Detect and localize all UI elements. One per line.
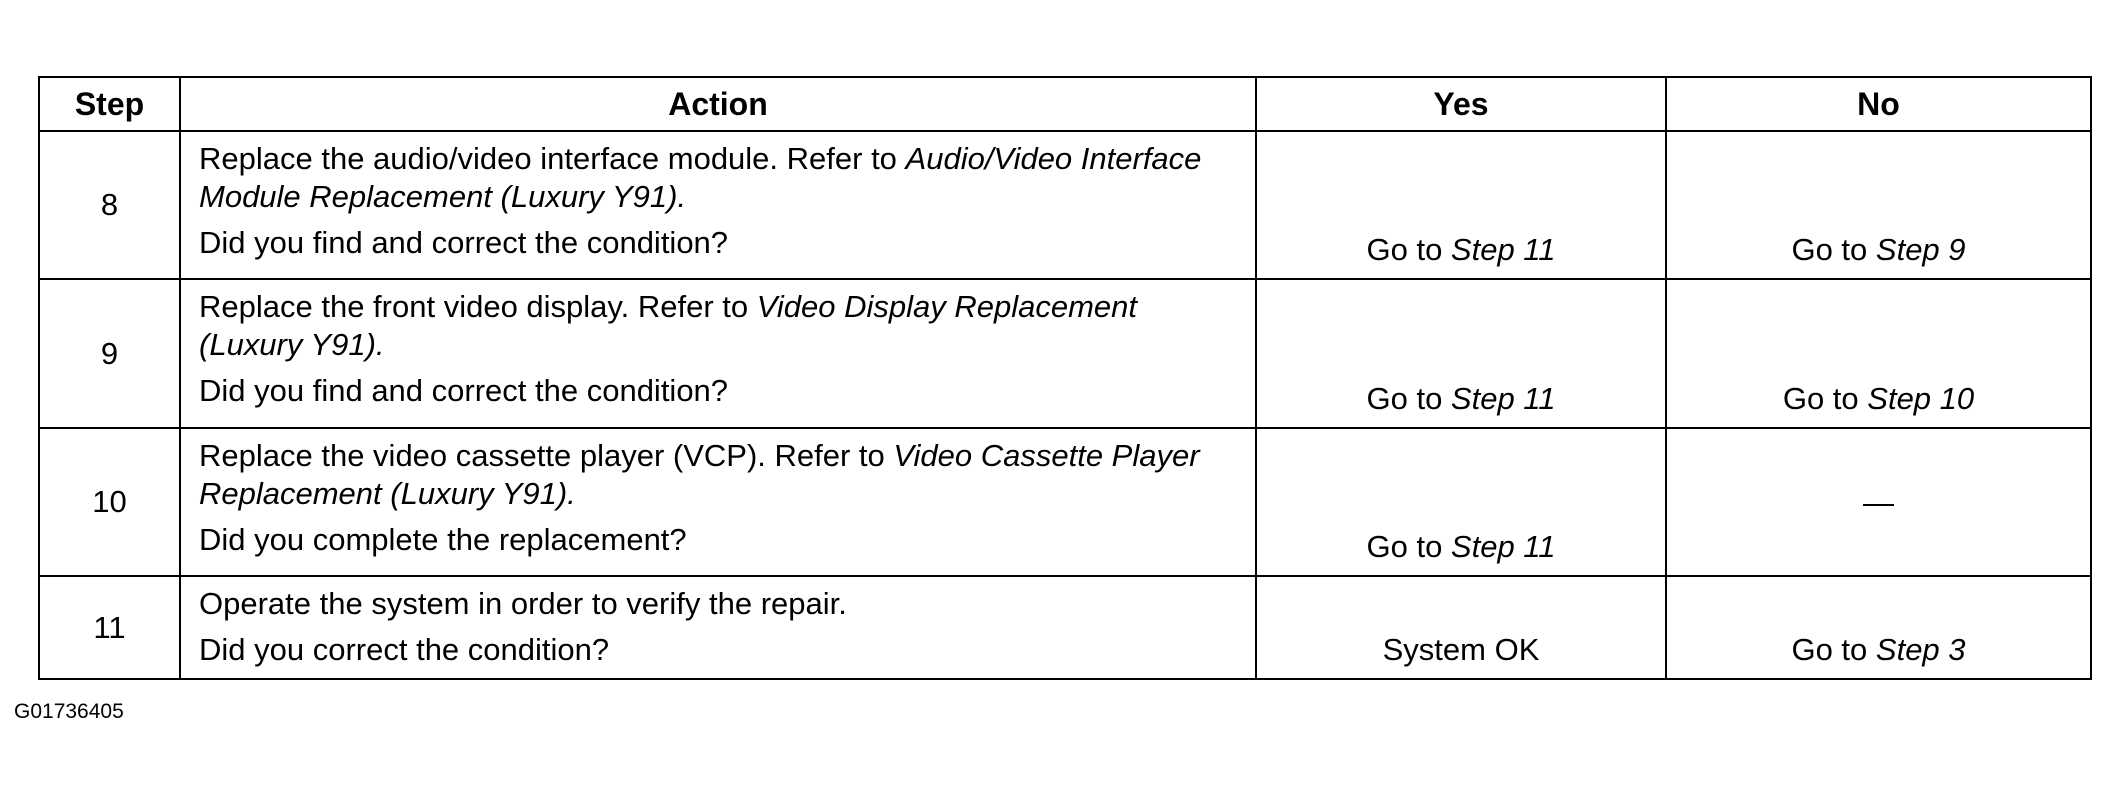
no-text: Go to (1791, 632, 1876, 667)
no-text: Go to (1791, 232, 1876, 267)
no-cell: Go to Step 9 (1665, 130, 2092, 280)
step-number: 11 (38, 575, 181, 680)
no-step-ref: Step 3 (1875, 632, 1966, 667)
step-number: 9 (38, 278, 181, 429)
yes-step-ref: Step 11 (1450, 232, 1556, 267)
question-text: Did you correct the condition? (199, 632, 610, 667)
instruction: Replace the audio/video interface module… (199, 141, 906, 176)
step-number: 8 (38, 130, 181, 280)
instruction: Replace the front video display. Refer t… (199, 289, 757, 324)
step-number: 10 (38, 427, 181, 577)
yes-text: System OK (1382, 632, 1540, 667)
header-row: Step Action Yes No (38, 76, 2092, 132)
yes-cell: Go to Step 11 (1255, 427, 1667, 577)
header-action: Action (179, 76, 1257, 132)
yes-cell: System OK (1255, 575, 1667, 680)
instruction: Replace the video cassette player (VCP).… (199, 438, 894, 473)
yes-step-ref: Step 11 (1450, 381, 1556, 416)
yes-text: Go to (1366, 529, 1451, 564)
question-text: Did you find and correct the condition? (199, 373, 729, 408)
reference-link: Video Display Replacement (Luxury Y91). (199, 289, 1137, 362)
yes-text: Go to (1366, 232, 1451, 267)
yes-text: Go to (1366, 381, 1451, 416)
no-text: — (1863, 484, 1894, 520)
table-row: 10 Replace the video cassette player (VC… (38, 427, 2092, 577)
question-text: Did you find and correct the condition? (199, 225, 729, 260)
action-cell: Operate the system in order to verify th… (179, 575, 1257, 680)
instruction-text: Replace the video cassette player (VCP).… (199, 437, 1243, 513)
instruction-text: Replace the front video display. Refer t… (199, 288, 1243, 364)
action-cell: Replace the front video display. Refer t… (179, 278, 1257, 429)
no-cell: Go to Step 10 (1665, 278, 2092, 429)
question-text: Did you complete the replacement? (199, 522, 687, 557)
table-row: 9 Replace the front video display. Refer… (38, 278, 2092, 429)
instruction-text: Operate the system in order to verify th… (199, 585, 1243, 623)
action-cell: Replace the video cassette player (VCP).… (179, 427, 1257, 577)
no-step-ref: Step 9 (1875, 232, 1966, 267)
table-row: 11 Operate the system in order to verify… (38, 575, 2092, 680)
yes-cell: Go to Step 11 (1255, 278, 1667, 429)
figure-id: G01736405 (14, 700, 124, 723)
no-cell: Go to Step 3 (1665, 575, 2092, 680)
reference-link: Audio/Video Interface Module Replacement… (199, 141, 1202, 214)
yes-step-ref: Step 11 (1450, 529, 1556, 564)
header-step: Step (38, 76, 181, 132)
no-cell: — (1665, 427, 2092, 577)
table-row: 8 Replace the audio/video interface modu… (38, 130, 2092, 280)
action-cell: Replace the audio/video interface module… (179, 130, 1257, 280)
header-yes: Yes (1255, 76, 1667, 132)
header-no: No (1665, 76, 2092, 132)
no-step-ref: Step 10 (1867, 381, 1975, 416)
diagnostic-table: Step Action Yes No 8 Replace the audio/v… (38, 76, 2092, 680)
no-text: Go to (1782, 381, 1868, 416)
instruction: Operate the system in order to verify th… (199, 586, 847, 621)
reference-link: Video Cassette Player Replacement (Luxur… (199, 438, 1200, 511)
yes-cell: Go to Step 11 (1255, 130, 1667, 280)
instruction-text: Replace the audio/video interface module… (199, 140, 1243, 216)
